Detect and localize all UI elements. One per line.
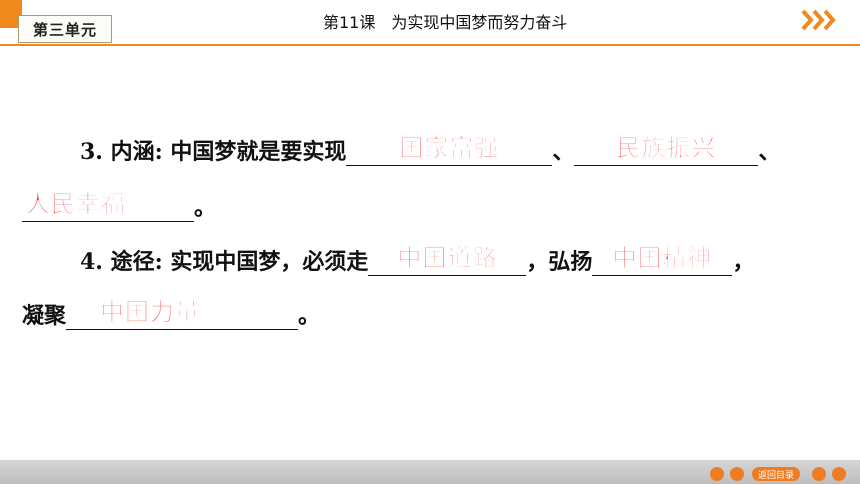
item3-line2: 人民幸福 。 (22, 190, 216, 222)
blank-1: 国家富强 (346, 134, 553, 166)
item3-sep1: 、 (552, 139, 575, 165)
answer-4: 中国道路 (397, 244, 498, 273)
blank-3: 人民幸福 (22, 190, 194, 222)
item4-prefix: 4. 途径: 实现中国梦，必须走 (80, 249, 369, 275)
back-to-toc-button[interactable]: 返回目录 (752, 467, 800, 481)
item4-comma: ， (732, 249, 755, 275)
blank-4: 中国道路 (368, 244, 527, 276)
answer-5: 中国精神 (612, 244, 713, 273)
item3-prefix: 3. 内涵: 中国梦就是要实现 (80, 139, 347, 165)
lesson-title: 第11课 为实现中国梦而努力奋斗 (323, 13, 568, 32)
next-page-button[interactable] (812, 467, 826, 481)
blank-6: 中国力量 (66, 298, 299, 330)
blank-2: 民族振兴 (574, 134, 759, 166)
answer-3: 人民幸福 (26, 190, 126, 219)
first-page-button[interactable] (710, 467, 724, 481)
item4-end: 。 (298, 303, 321, 329)
item3-line1: 3. 内涵: 中国梦就是要实现 国家富强 、 民族振兴 、 (80, 134, 780, 166)
answer-1: 国家富强 (399, 134, 500, 163)
item4-mid: ，弘扬 (526, 249, 593, 275)
unit-badge: 第三单元 (18, 15, 112, 43)
item3-sep2: 、 (758, 139, 781, 165)
item4-line2-prefix: 凝聚 (22, 303, 67, 329)
item4-line2: 凝聚 中国力量 。 (22, 298, 320, 330)
next-chevrons-icon[interactable] (800, 8, 840, 32)
answer-6: 中国力量 (100, 298, 201, 327)
header-bar: 第三单元 第11课 为实现中国梦而努力奋斗 (0, 0, 860, 46)
item3-end: 。 (194, 195, 217, 221)
last-page-button[interactable] (832, 467, 846, 481)
corner-accent (0, 0, 22, 28)
footer-bar: 返回目录 (0, 460, 860, 484)
prev-page-button[interactable] (730, 467, 744, 481)
answer-2: 民族振兴 (616, 134, 717, 163)
header-rule (0, 44, 860, 46)
item4-line1: 4. 途径: 实现中国梦，必须走 中国道路 ，弘扬中国精神 ， (80, 244, 754, 276)
blank-5: 中国精神 (592, 244, 733, 276)
